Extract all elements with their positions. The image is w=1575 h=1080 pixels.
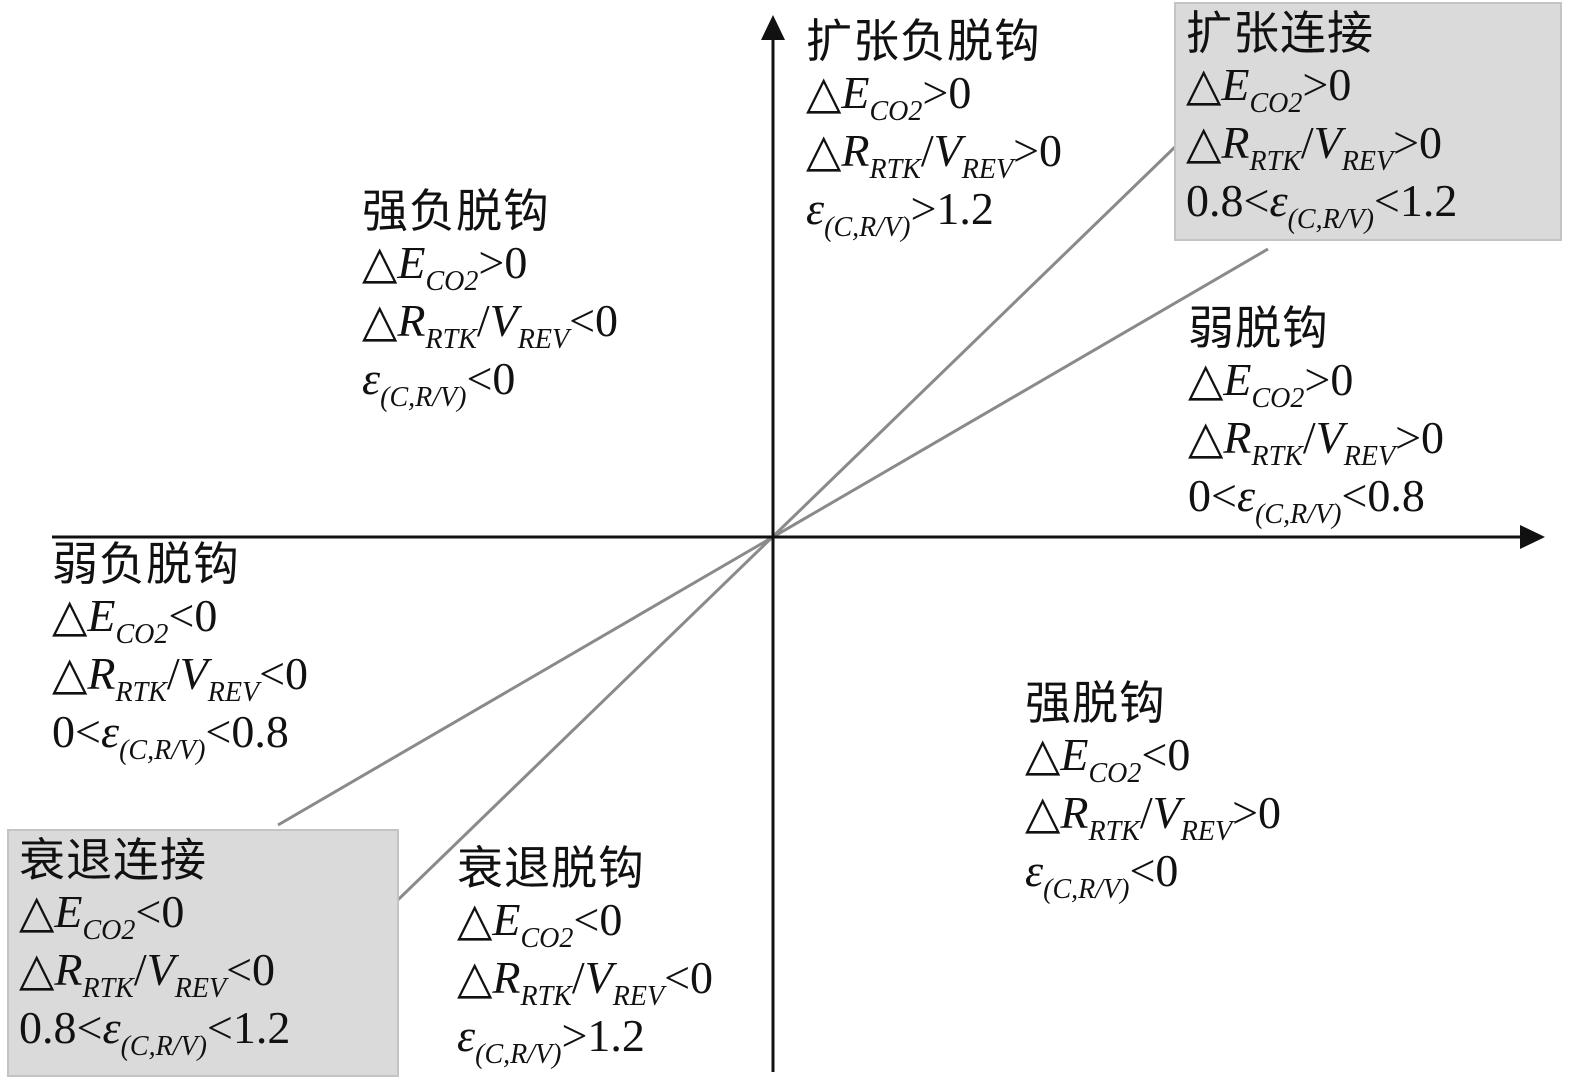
region-strong-negative-decoupling: 强负脱钩 △ECO2>0 △RRTK/VREV<0 ε(C,R/V)<0 xyxy=(362,188,618,414)
delta-r-condition: △RRTK/VREV>0 xyxy=(1188,412,1445,472)
y-axis-arrow xyxy=(761,15,785,40)
delta-r-condition: △RRTK/VREV<0 xyxy=(19,944,276,1004)
region-expansive-coupling: 扩张连接 △ECO2>0 △RRTK/VREV>0 0.8<ε(C,R/V)<1… xyxy=(1174,2,1562,241)
delta-e-condition: △ECO2<0 xyxy=(457,894,623,954)
delta-r-condition: △RRTK/VREV<0 xyxy=(362,295,619,355)
x-axis-arrow xyxy=(1520,525,1545,549)
region-title: 强负脱钩 xyxy=(362,184,550,238)
region-title: 衰退脱钩 xyxy=(457,841,645,895)
delta-r-condition: △RRTK/VREV>0 xyxy=(1186,117,1443,177)
delta-r-condition: △RRTK/VREV>0 xyxy=(1025,787,1282,847)
delta-e-condition: △ECO2<0 xyxy=(52,590,218,650)
region-title: 扩张连接 xyxy=(1186,6,1374,60)
region-recessive-decoupling: 衰退脱钩 △ECO2<0 △RRTK/VREV<0 ε(C,R/V)>1.2 xyxy=(457,845,713,1071)
region-title: 衰退连接 xyxy=(19,833,207,887)
elasticity-condition: 0.8<ε(C,R/V)<1.2 xyxy=(1186,175,1458,235)
region-recessive-coupling: 衰退连接 △ECO2<0 △RRTK/VREV<0 0.8<ε(C,R/V)<1… xyxy=(7,829,399,1077)
delta-r-condition: △RRTK/VREV>0 xyxy=(806,125,1063,185)
region-expansive-negative-decoupling: 扩张负脱钩 △ECO2>0 △RRTK/VREV>0 ε(C,R/V)>1.2 xyxy=(806,18,1062,244)
delta-e-condition: △ECO2>0 xyxy=(806,67,972,127)
region-title: 强脱钩 xyxy=(1025,676,1166,730)
region-title: 弱脱钩 xyxy=(1188,301,1329,355)
elasticity-condition: ε(C,R/V)<0 xyxy=(1025,845,1179,905)
delta-r-condition: △RRTK/VREV<0 xyxy=(52,648,309,708)
delta-e-condition: △ECO2>0 xyxy=(1186,59,1352,119)
region-strong-decoupling: 强脱钩 △ECO2<0 △RRTK/VREV>0 ε(C,R/V)<0 xyxy=(1025,680,1281,906)
delta-r-condition: △RRTK/VREV<0 xyxy=(457,952,714,1012)
elasticity-condition: ε(C,R/V)<0 xyxy=(362,353,516,413)
elasticity-condition: 0.8<ε(C,R/V)<1.2 xyxy=(19,1002,291,1062)
delta-e-condition: △ECO2>0 xyxy=(362,237,528,297)
delta-e-condition: △ECO2>0 xyxy=(1188,354,1354,414)
region-weak-negative-decoupling: 弱负脱钩 △ECO2<0 △RRTK/VREV<0 0<ε(C,R/V)<0.8 xyxy=(52,541,308,767)
elasticity-condition: 0<ε(C,R/V)<0.8 xyxy=(1188,470,1425,530)
region-title: 扩张负脱钩 xyxy=(806,14,1041,68)
region-title: 弱负脱钩 xyxy=(52,537,240,591)
delta-e-condition: △ECO2<0 xyxy=(1025,729,1191,789)
delta-e-condition: △ECO2<0 xyxy=(19,886,185,946)
region-weak-decoupling: 弱脱钩 △ECO2>0 △RRTK/VREV>0 0<ε(C,R/V)<0.8 xyxy=(1188,305,1444,531)
elasticity-condition: 0<ε(C,R/V)<0.8 xyxy=(52,706,289,766)
elasticity-condition: ε(C,R/V)>1.2 xyxy=(806,183,994,243)
elasticity-condition: ε(C,R/V)>1.2 xyxy=(457,1010,645,1070)
